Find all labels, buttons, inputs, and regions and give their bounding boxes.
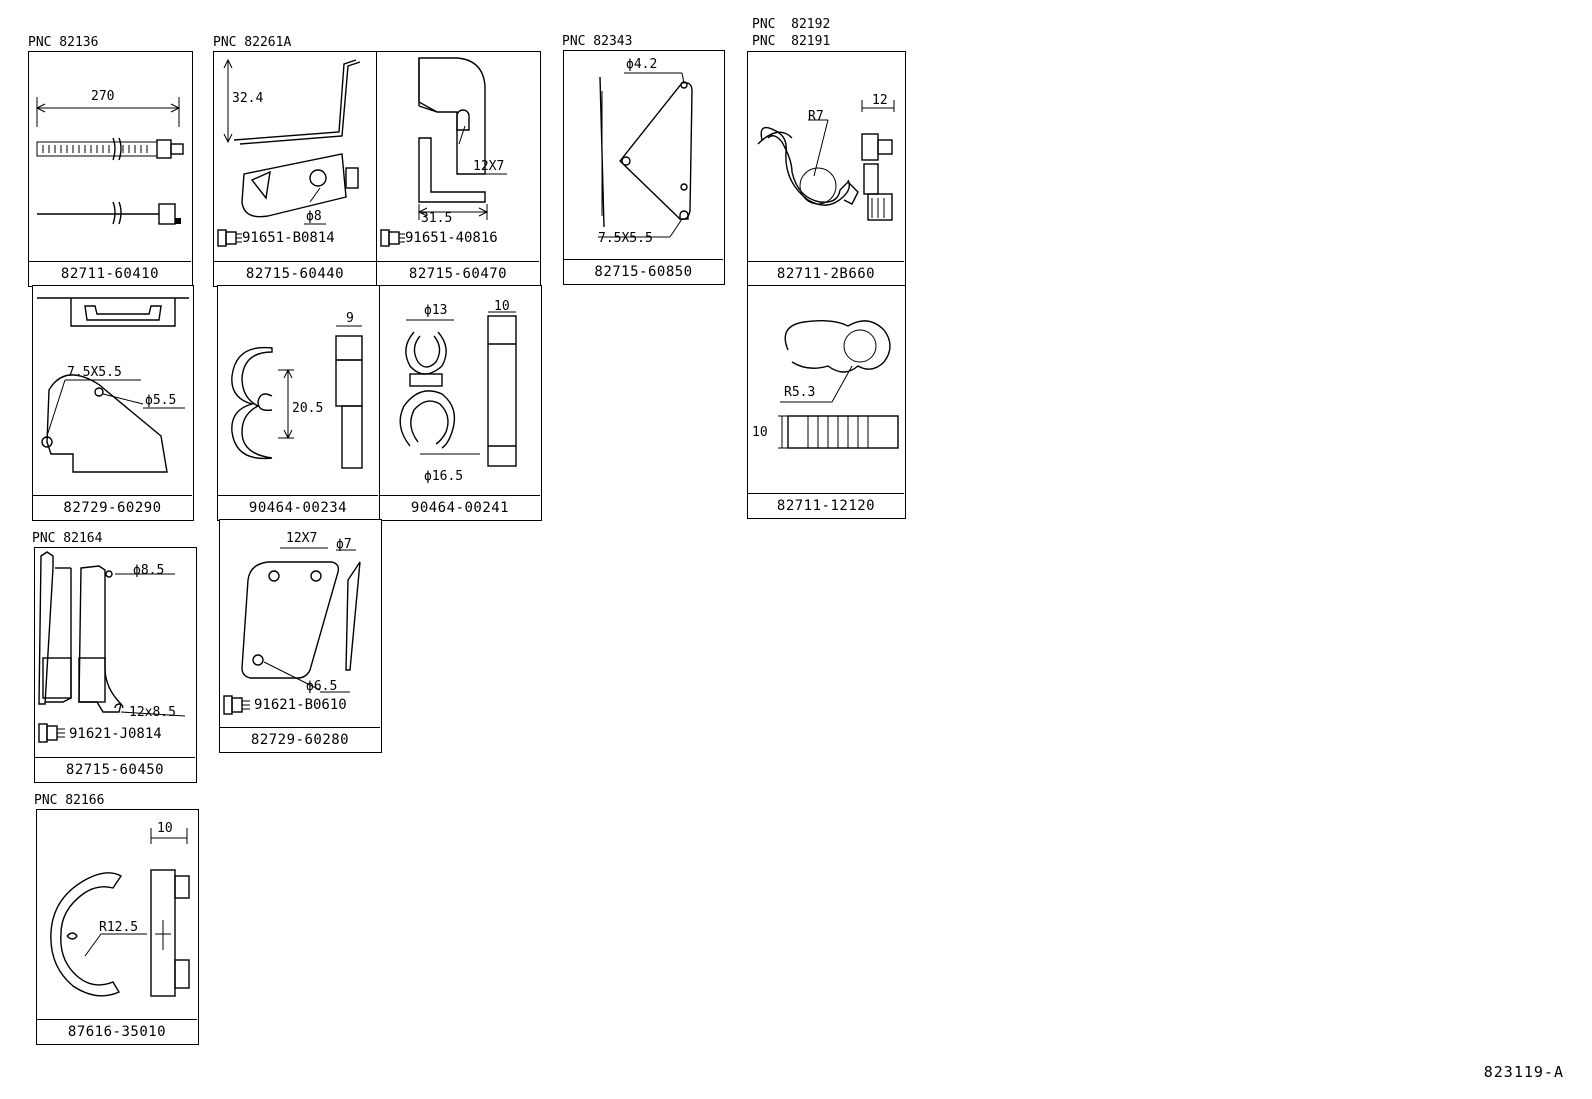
bracket-drawing xyxy=(37,297,189,473)
dimension-label: 31.5 xyxy=(421,211,453,226)
pnc-label: PNC 82261A xyxy=(213,35,292,50)
part-number[interactable]: 90464-00234 xyxy=(218,495,378,520)
dimension-label: 12 xyxy=(872,93,888,108)
dimension-label: 7.5X5.5 xyxy=(67,365,122,380)
part-cell[interactable]: ϕ4.2 7.5X5.5 82715-60850 xyxy=(563,50,725,285)
part-number[interactable]: 82729-60290 xyxy=(33,495,192,520)
dimension-label: ϕ8.5 xyxy=(133,563,165,578)
bracket-drawing xyxy=(380,57,507,247)
dimension-label: 7.5X5.5 xyxy=(598,231,653,246)
part-number[interactable]: 82715-60850 xyxy=(564,259,723,284)
part-cell[interactable]: 12X7 31.5 91651-40816 82715-60470 xyxy=(376,51,541,287)
dimension-label: ϕ16.5 xyxy=(424,469,464,484)
bolt-part-number[interactable]: 91651-40816 xyxy=(405,230,498,246)
dimension-label: 20.5 xyxy=(292,401,324,416)
pnc-label: PNC 82136 xyxy=(28,35,99,50)
part-number[interactable]: 87616-35010 xyxy=(37,1019,197,1044)
part-number[interactable]: 90464-00241 xyxy=(380,495,540,520)
dimension-label: 12x8.5 xyxy=(129,705,176,720)
clamp-drawing xyxy=(50,828,190,997)
dimension-label: ϕ7 xyxy=(336,537,352,552)
dimension-label: R5.3 xyxy=(784,385,816,400)
pnc-label: PNC 82166 xyxy=(34,793,105,808)
dimension-label: 12X7 xyxy=(286,531,318,546)
pnc-label: PNC 82164 xyxy=(32,531,103,546)
dimension-label: ϕ5.5 xyxy=(145,393,177,408)
dimension-label: R12.5 xyxy=(99,920,139,935)
part-cell[interactable]: R7 12 82711-2B660 xyxy=(747,51,906,287)
bracket-drawing xyxy=(223,547,361,715)
dimension-label: 32.4 xyxy=(232,91,264,106)
part-cell[interactable]: ϕ8.5 12x8.5 91621-J0814 82715-60450 xyxy=(34,547,197,783)
part-number[interactable]: 82711-12120 xyxy=(748,493,904,518)
part-cell[interactable]: 270 82711-60410 xyxy=(28,51,193,287)
part-number[interactable]: 82729-60280 xyxy=(220,727,380,752)
part-number[interactable]: 82715-60440 xyxy=(214,261,376,286)
clamp-drawing xyxy=(757,100,895,221)
part-cell[interactable]: 12X7 ϕ7 ϕ6.5 91621-B0610 82729-60280 xyxy=(219,519,382,753)
drawing-code: 823119-A xyxy=(1483,1063,1564,1081)
dimension-label: ϕ13 xyxy=(424,303,448,318)
dimension-label: 9 xyxy=(346,311,354,326)
bolt-part-number[interactable]: 91621-B0610 xyxy=(254,697,347,713)
pnc-label: PNC 82191 xyxy=(752,34,831,49)
bolt-part-number[interactable]: 91621-J0814 xyxy=(69,726,162,742)
pnc-label: PNC 82192 xyxy=(752,17,831,32)
part-cell[interactable]: ϕ13 10 ϕ16.5 90464-00241 xyxy=(379,285,542,521)
dimension-label: ϕ4.2 xyxy=(626,57,658,72)
dimension-label: 10 xyxy=(752,425,768,440)
part-cell[interactable]: 32.4 ϕ8 91651-B0814 82715-60440 xyxy=(213,51,378,287)
bolt-part-number[interactable]: 91651-B0814 xyxy=(242,230,335,246)
clip-drawing xyxy=(399,311,517,467)
bracket-drawing xyxy=(217,58,361,247)
dimension-label: 12X7 xyxy=(473,159,505,174)
pnc-label: PNC 82343 xyxy=(562,34,633,49)
part-cell[interactable]: 9 20.5 90464-00234 xyxy=(217,285,380,521)
dimension-label: 10 xyxy=(157,821,173,836)
bracket-drawing xyxy=(38,551,186,743)
clamp-drawing xyxy=(778,319,899,449)
part-number[interactable]: 82711-60410 xyxy=(29,261,191,286)
clip-drawing xyxy=(231,325,363,469)
part-cell[interactable]: R5.3 10 82711-12120 xyxy=(747,285,906,519)
part-cell[interactable]: 10 R12.5 87616-35010 xyxy=(36,809,199,1045)
part-number[interactable]: 82711-2B660 xyxy=(748,261,904,286)
part-cell[interactable]: 7.5X5.5 ϕ5.5 82729-60290 xyxy=(32,285,194,521)
part-number[interactable]: 82715-60450 xyxy=(35,757,195,782)
part-number[interactable]: 82715-60470 xyxy=(377,261,539,286)
dimension-label: 270 xyxy=(91,89,115,104)
dimension-label: ϕ6.5 xyxy=(306,679,338,694)
dimension-label: R7 xyxy=(808,109,824,124)
dimension-label: 10 xyxy=(494,299,510,314)
plate-drawing xyxy=(598,72,693,238)
cable-tie-drawing xyxy=(35,97,184,225)
dimension-label: ϕ8 xyxy=(306,209,322,224)
